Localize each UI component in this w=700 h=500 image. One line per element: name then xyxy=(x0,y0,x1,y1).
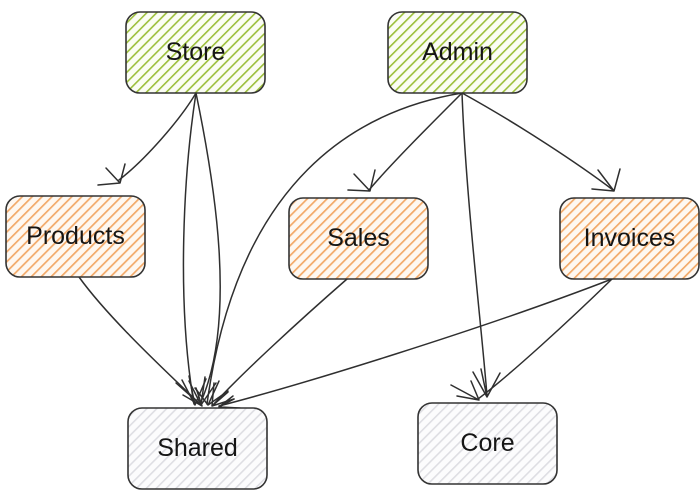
node-box-shared[interactable] xyxy=(127,407,268,490)
node-box-core[interactable] xyxy=(417,402,558,485)
node-label-store: Store xyxy=(166,38,226,66)
edge-admin-invoices xyxy=(461,92,614,191)
node-sales[interactable]: Sales xyxy=(288,197,429,280)
edge-admin-core xyxy=(461,92,488,397)
node-box-invoices[interactable] xyxy=(559,197,700,280)
node-box-products[interactable] xyxy=(5,195,146,278)
node-box-admin[interactable] xyxy=(387,11,528,94)
node-core[interactable]: Core xyxy=(417,402,558,485)
edge-layer xyxy=(78,92,614,407)
arrowhead-store-products xyxy=(97,163,126,186)
edge-admin-shared xyxy=(206,92,463,405)
arrowhead-layer xyxy=(97,163,621,409)
arrowhead-store-shared-b xyxy=(188,376,217,406)
node-label-invoices: Invoices xyxy=(584,224,676,252)
arrowhead-admin-sales xyxy=(347,169,376,192)
node-label-shared: Shared xyxy=(157,434,238,462)
arrowhead-sales-shared xyxy=(211,382,235,407)
node-label-products: Products xyxy=(26,222,125,250)
node-shared[interactable]: Shared xyxy=(127,407,268,490)
node-products[interactable]: Products xyxy=(5,195,146,278)
node-label-admin: Admin xyxy=(422,38,493,66)
edge-store-shared-a xyxy=(182,92,197,405)
node-invoices[interactable]: Invoices xyxy=(559,197,700,280)
edge-products-shared xyxy=(78,276,202,406)
node-label-core: Core xyxy=(460,429,514,457)
edge-invoices-core xyxy=(477,278,613,400)
edge-store-shared-b xyxy=(195,92,221,405)
arrowhead-admin-core xyxy=(472,368,501,398)
node-box-sales[interactable] xyxy=(288,197,429,280)
arrowhead-admin-invoices xyxy=(591,168,621,192)
node-label-sales: Sales xyxy=(327,224,390,252)
node-store[interactable]: Store xyxy=(125,11,266,94)
edge-sales-shared xyxy=(212,278,348,406)
arrowhead-invoices-core xyxy=(450,380,480,401)
edge-invoices-shared xyxy=(218,278,613,407)
arrowhead-products-shared xyxy=(175,382,203,407)
edge-store-products xyxy=(118,92,197,181)
node-box-store[interactable] xyxy=(125,11,266,94)
arrowhead-admin-shared xyxy=(194,380,229,406)
node-admin[interactable]: Admin xyxy=(387,11,528,94)
edge-admin-sales xyxy=(368,92,463,191)
